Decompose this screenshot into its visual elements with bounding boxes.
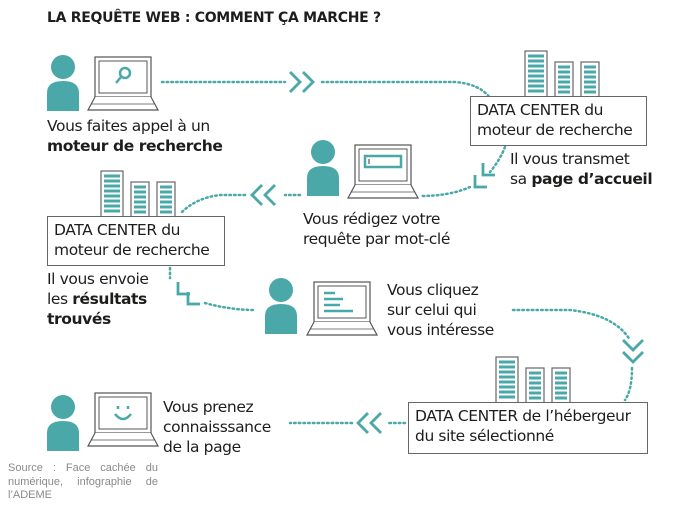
text-line: sa xyxy=(510,170,532,188)
text-line: Vous rédigez votre xyxy=(303,210,440,228)
dotted-connectors xyxy=(160,80,634,425)
laptop-icon xyxy=(306,281,378,336)
step-view-page-text: Vous prenez connaisssance de la page xyxy=(163,397,271,457)
chevron-down-left-icon xyxy=(473,163,495,189)
data-center-host-box: DATA CENTER de l’hébergeur du site sélec… xyxy=(408,402,648,454)
data-center-icon xyxy=(494,355,572,405)
data-center-icon xyxy=(99,169,177,219)
laptop-icon xyxy=(87,56,159,111)
chevron-right-icon xyxy=(289,71,315,93)
text-bold: page d’accueil xyxy=(531,170,653,188)
connector-1 xyxy=(160,80,492,100)
data-center-search-engine-box: DATA CENTER du moteur de recherche xyxy=(470,96,647,146)
text-line: Vous cliquez xyxy=(387,281,479,299)
chevron-left-icon xyxy=(250,184,276,206)
text-line: moteur de recherche xyxy=(54,241,210,259)
text-bold: résultats xyxy=(72,290,147,308)
person-icon xyxy=(47,395,79,451)
chevron-down-right-icon xyxy=(176,282,200,306)
step-query-text: Vous rédigez votre requête par mot-clé xyxy=(303,209,450,249)
text-bold: trouvés xyxy=(47,310,111,328)
person-icon xyxy=(265,278,297,334)
text-line: DATA CENTER du xyxy=(54,221,181,239)
text-line: sur celui qui xyxy=(387,301,477,319)
step-click-text: Vous cliquez sur celui qui vous intéress… xyxy=(387,280,494,340)
text-line: les xyxy=(47,290,73,308)
chevron-left-icon xyxy=(356,412,382,434)
connector-4 xyxy=(168,266,258,312)
text-line: vous intéresse xyxy=(387,321,494,339)
laptop-icon xyxy=(87,392,159,447)
laptop-icon xyxy=(347,144,419,199)
step-homepage-text: Il vous transmet sa page d’accueil xyxy=(510,149,653,189)
person-icon xyxy=(47,55,79,111)
text-line: DATA CENTER de l’hébergeur xyxy=(415,407,631,425)
text-bold: moteur de recherche xyxy=(47,137,223,155)
infographic-title: LA REQUÊTE WEB : COMMENT ÇA MARCHE ? xyxy=(47,10,381,26)
connector-2 xyxy=(418,145,507,198)
search-icon xyxy=(115,66,132,84)
text-line: moteur de recherche xyxy=(477,121,633,139)
text-input-icon xyxy=(363,154,403,169)
chevron-down-icon xyxy=(622,339,644,364)
text-line: Vous faites appel à un xyxy=(47,117,210,135)
results-list-icon xyxy=(324,291,353,313)
text-line: Il vous envoie xyxy=(47,270,149,288)
text-line: requête par mot-clé xyxy=(303,230,450,248)
step-results-text: Il vous envoie les résultats trouvés xyxy=(47,269,149,329)
text-line: connaisssance xyxy=(163,418,271,436)
source-caption: Source : Face cachée du numérique, infog… xyxy=(8,462,158,501)
person-icon xyxy=(307,140,339,196)
text-line: Il vous transmet xyxy=(510,150,630,168)
text-line: Vous prenez xyxy=(163,398,254,416)
connector-5 xyxy=(511,308,634,402)
connector-3 xyxy=(178,193,302,216)
text-line: du site sélectionné xyxy=(415,427,554,445)
smiley-icon xyxy=(114,406,132,421)
data-center-search-engine-box-2: DATA CENTER du moteur de recherche xyxy=(47,216,225,266)
step-search-engine-text: Vous faites appel à un moteur de recherc… xyxy=(47,116,223,156)
text-line: de la page xyxy=(163,438,241,456)
data-center-icon xyxy=(523,49,601,99)
text-line: DATA CENTER du xyxy=(477,101,604,119)
chevron-icons xyxy=(176,71,644,434)
